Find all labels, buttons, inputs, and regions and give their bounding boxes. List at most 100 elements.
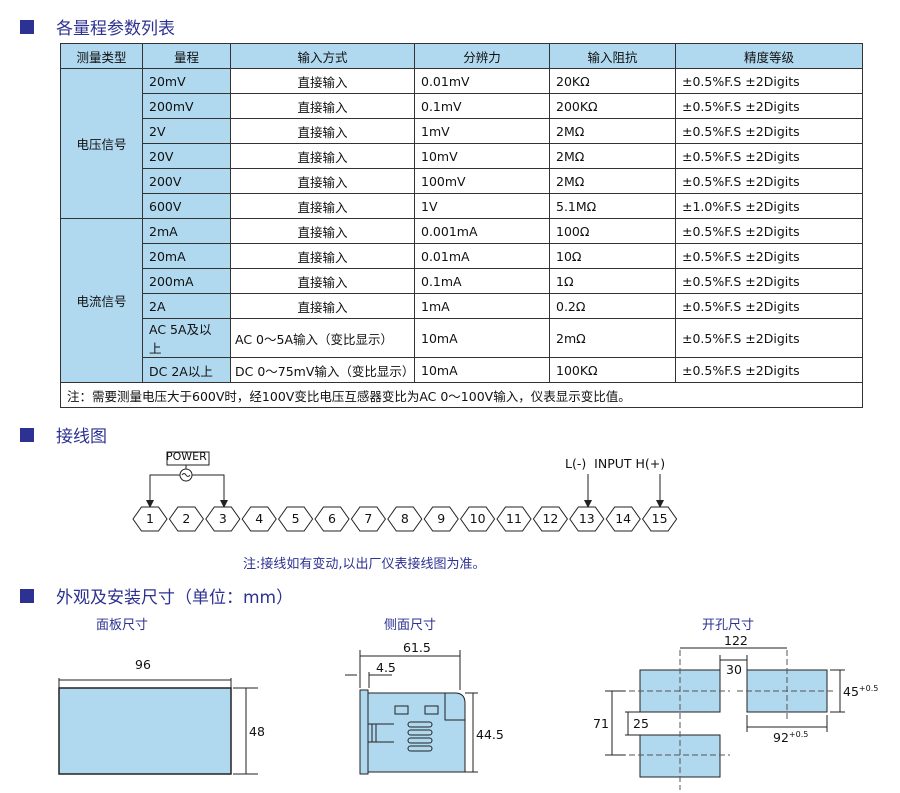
- section-dims-title: 外观及安装尺寸（单位：mm）: [20, 583, 293, 608]
- terminal-hexagon: [314, 506, 350, 532]
- terminal-number: 9: [437, 511, 446, 526]
- power-label: POWER: [166, 450, 207, 463]
- table-cell: 2MΩ: [549, 168, 676, 194]
- table-cell: 2mA: [142, 218, 231, 244]
- panel-title: 面板尺寸: [96, 618, 149, 633]
- table-cell: ±0.5%F.S ±2Digits: [675, 243, 863, 269]
- terminal-hexagon: [241, 506, 277, 532]
- cutout-title: 开孔尺寸: [702, 618, 755, 633]
- terminal-hexagon: [569, 506, 605, 532]
- table-cell: 0.2Ω: [549, 293, 676, 319]
- wiring-note: 注:接线如有变动,以出厂仪表接线图为准。: [243, 557, 486, 572]
- cutout-view: [605, 647, 845, 790]
- table-cell: ±0.5%F.S ±2Digits: [675, 218, 863, 244]
- terminal-number: 10: [469, 511, 486, 526]
- table-cell: 2MΩ: [549, 143, 676, 169]
- cutout-pitch-x: 122: [724, 633, 748, 648]
- side-view: [345, 650, 478, 775]
- terminal-number: 13: [578, 511, 595, 526]
- terminal-hexagon: [605, 506, 641, 532]
- terminal-hexagon: [205, 506, 241, 532]
- table-cell: ±0.5%F.S ±2Digits: [675, 143, 863, 169]
- table-cell: 600V: [142, 193, 231, 219]
- terminal-hexagon: [532, 506, 569, 532]
- terminal-number: 12: [542, 511, 559, 526]
- terminal-hexagon: [132, 506, 168, 532]
- table-cell: 直接输入: [230, 68, 415, 94]
- table-cell: ±0.5%F.S ±2Digits: [675, 68, 863, 94]
- table-cell: DC 0～75mV输入（变比显示）: [230, 357, 415, 383]
- side-title: 侧面尺寸: [384, 618, 437, 633]
- terminal-number: 5: [291, 511, 300, 526]
- cutout-width: 92+0.5: [773, 730, 809, 746]
- terminal-hexagon: [459, 506, 496, 532]
- cutout-pitch-y: 71: [593, 716, 609, 731]
- table-cell: 10Ω: [549, 243, 676, 269]
- cutout-gap-x: 30: [726, 662, 742, 677]
- bullet-square-icon: [20, 19, 34, 34]
- table-cell: 2A: [142, 293, 231, 319]
- section-params-title: 各量程参数列表: [20, 14, 175, 39]
- bullet-square-icon: [20, 588, 34, 603]
- terminal-number: 6: [328, 511, 336, 526]
- terminal-number: 8: [400, 511, 409, 526]
- section-wiring-title: 接线图: [20, 422, 107, 447]
- table-cell: 2V: [142, 118, 231, 144]
- column-header: 量程: [142, 43, 231, 69]
- terminal-hexagon: [350, 506, 387, 532]
- table-cell: 直接输入: [230, 243, 415, 269]
- table-cell: 直接输入: [230, 93, 415, 119]
- power-box: [166, 451, 210, 466]
- table-cell: 直接输入: [230, 193, 415, 219]
- terminal-number: 15: [651, 511, 668, 526]
- terminal-hexagon: [168, 506, 205, 532]
- terminal-number: 3: [218, 511, 227, 526]
- table-cell: 1mA: [414, 293, 550, 319]
- table-note: 注：需要测量电压大于600V时，经100V变比电压互感器变比为AC 0～100V…: [60, 382, 863, 408]
- terminal-hexagon: [423, 506, 459, 532]
- side-height: 44.5: [476, 727, 504, 742]
- terminal-number: 14: [615, 511, 632, 526]
- terminal-hexagon: [277, 506, 314, 532]
- table-cell: DC 2A以上: [142, 357, 231, 383]
- terminal-number: 4: [255, 511, 264, 526]
- table-cell: ±0.5%F.S ±2Digits: [675, 118, 863, 144]
- column-header: 输入方式: [230, 43, 415, 69]
- cutout-height: 45+0.5: [843, 684, 879, 700]
- terminal-number: 1: [146, 511, 154, 526]
- terminal-hexagon: [496, 506, 532, 532]
- table-cell: ±0.5%F.S ±2Digits: [675, 357, 863, 383]
- table-cell: ±0.5%F.S ±2Digits: [675, 318, 863, 358]
- table-cell: AC 5A及以上: [142, 318, 231, 358]
- table-cell: 100Ω: [549, 218, 676, 244]
- table-cell: 0.001mA: [414, 218, 550, 244]
- terminal-number: 2: [182, 511, 191, 526]
- table-cell: 20mA: [142, 243, 231, 269]
- input-label: L(-) INPUT H(+): [565, 456, 666, 471]
- column-header: 分辨力: [414, 43, 550, 69]
- table-cell: 200V: [142, 168, 231, 194]
- table-cell: 2mΩ: [549, 318, 676, 358]
- table-cell: ±0.5%F.S ±2Digits: [675, 268, 863, 294]
- terminal-hexagon: [641, 506, 678, 532]
- cutout-gap-y: 25: [633, 716, 649, 731]
- panel-front: [58, 687, 232, 775]
- bullet-square-icon: [20, 427, 34, 442]
- table-header-row: 测量类型量程输入方式分辨力输入阻抗精度等级: [60, 43, 863, 69]
- table-cell: 10mV: [414, 143, 550, 169]
- panel-width: 96: [135, 657, 151, 672]
- terminal-hexagon: [387, 506, 423, 532]
- table-cell: ±1.0%F.S ±2Digits: [675, 193, 863, 219]
- terminal-number: 7: [364, 511, 373, 526]
- measure-type: 电压信号: [60, 68, 143, 219]
- table-cell: 直接输入: [230, 218, 415, 244]
- side-flange: 4.5: [376, 660, 396, 675]
